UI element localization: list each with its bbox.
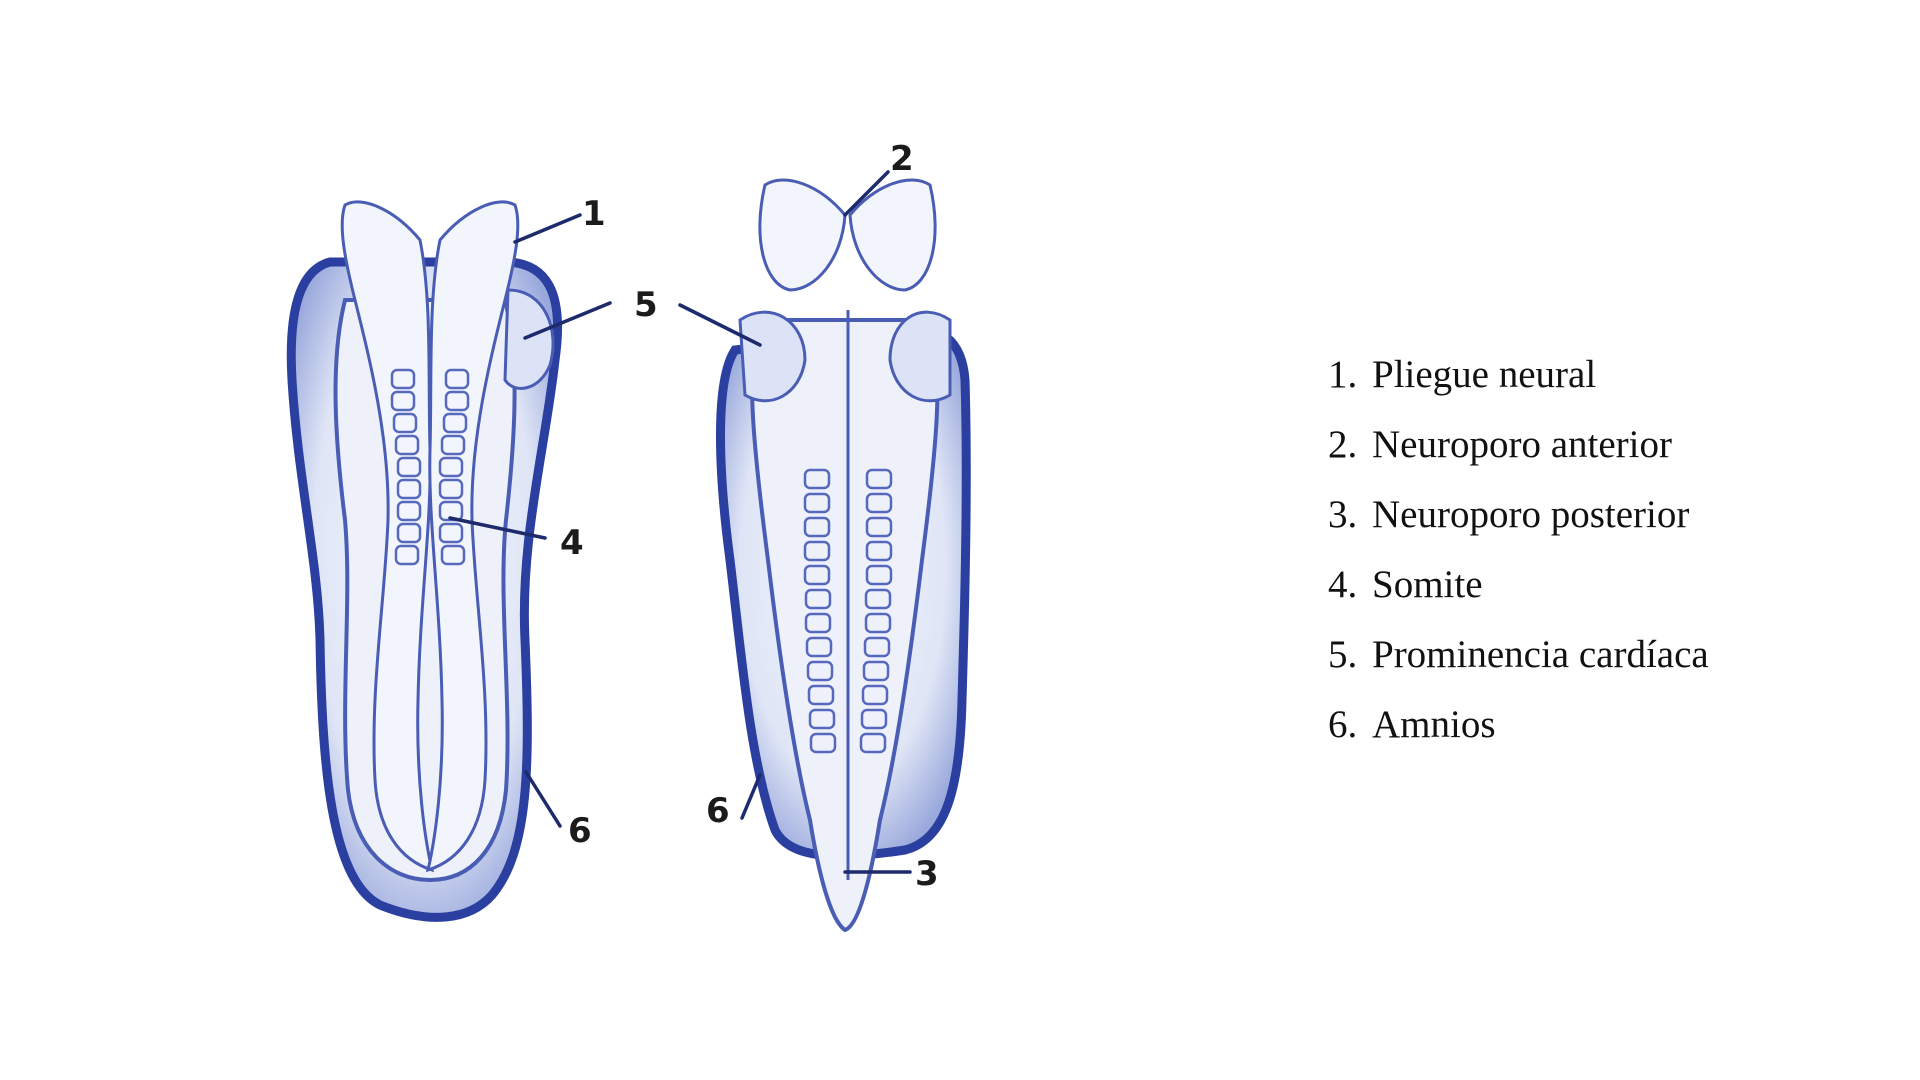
callout-1: 1 [582, 194, 606, 234]
legend-label: Prominencia cardíaca [1372, 633, 1709, 676]
right-head-left [760, 180, 845, 290]
legend-number: 6. [1328, 702, 1372, 748]
callout-6-right: 6 [706, 791, 730, 831]
legend-label: Somite [1372, 563, 1483, 606]
callout-5: 5 [634, 285, 658, 325]
callout-2: 2 [890, 139, 914, 179]
legend-label: Pliegue neural [1372, 353, 1596, 396]
left-embryo [291, 202, 557, 917]
legend-item: 2.Neuroporo anterior [1328, 422, 1709, 492]
legend-item: 6.Amnios [1328, 702, 1709, 772]
legend: 1.Pliegue neural 2.Neuroporo anterior 3.… [1328, 352, 1709, 772]
right-embryo [720, 180, 966, 930]
legend-label: Amnios [1372, 703, 1496, 746]
legend-item: 4.Somite [1328, 562, 1709, 632]
callout-6-left: 6 [568, 811, 592, 851]
legend-item: 1.Pliegue neural [1328, 352, 1709, 422]
legend-number: 1. [1328, 352, 1372, 398]
legend-item: 3.Neuroporo posterior [1328, 492, 1709, 562]
legend-label: Neuroporo anterior [1372, 423, 1672, 466]
legend-number: 4. [1328, 562, 1372, 608]
legend-label: Neuroporo posterior [1372, 493, 1689, 536]
legend-number: 3. [1328, 492, 1372, 538]
legend-item: 5.Prominencia cardíaca [1328, 632, 1709, 702]
legend-number: 2. [1328, 422, 1372, 468]
callout-3: 3 [915, 854, 939, 894]
callout-4: 4 [560, 523, 584, 563]
legend-number: 5. [1328, 632, 1372, 678]
